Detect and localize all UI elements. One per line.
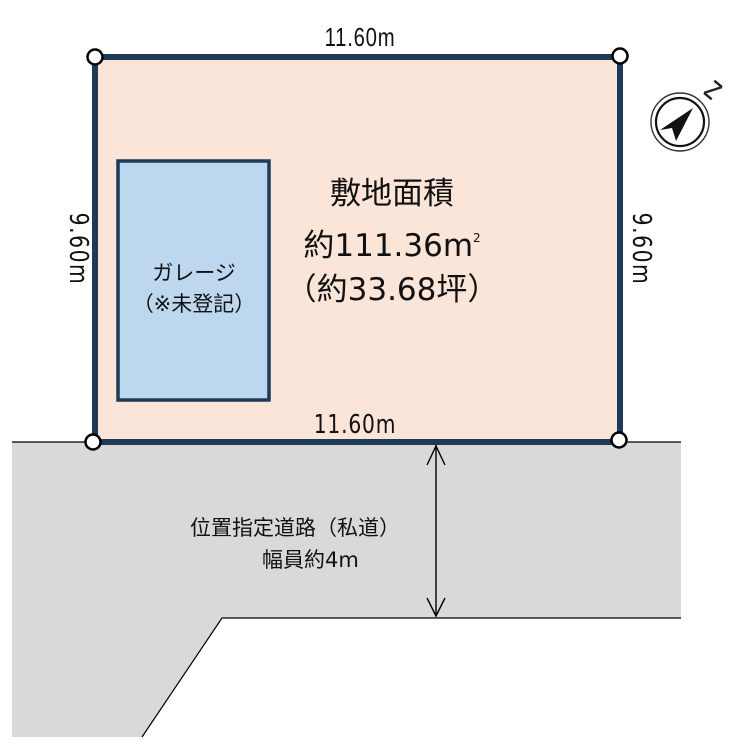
corner-marker-bottom-right [610, 431, 628, 449]
lot-dimension-left: 9.60m [63, 212, 93, 286]
garage-outline [116, 159, 271, 402]
road-width: 幅員約4m [262, 548, 359, 572]
garage-note: （※未登記） [132, 292, 256, 316]
lot-dimension-bottom: 11.60m [313, 410, 397, 440]
corner-marker-bottom-left [84, 433, 102, 451]
corner-marker-top-left [86, 48, 104, 66]
north-compass-icon [650, 79, 723, 152]
lot-area-sqm-value: 約111.36m [303, 228, 474, 264]
corner-marker-top-right [611, 47, 629, 65]
road-width-dimension-arrow [426, 444, 446, 618]
lot-area-sqm-superscript: 2 [473, 231, 481, 245]
road-bottom-edge [141, 617, 681, 738]
lot-area-tsubo: （約33.68坪） [285, 272, 499, 308]
lot-dimension-top: 11.60m [324, 22, 396, 52]
road-type: 位置指定道路（私道） [190, 516, 400, 540]
lot-area-title: 敷地面積 [330, 176, 454, 212]
lot-area-label: 敷地面積 約111.36m2 （約33.68坪） [262, 172, 522, 312]
lot-dimension-right: 9.60m [626, 212, 656, 286]
lot-area-sqm: 約111.36m2 [262, 216, 522, 268]
garage-label: ガレージ （※未登記） [118, 258, 270, 320]
garage-title: ガレージ [152, 261, 236, 285]
road-area [12, 442, 681, 737]
road-label: 位置指定道路（私道） 幅員約4m [190, 512, 430, 576]
